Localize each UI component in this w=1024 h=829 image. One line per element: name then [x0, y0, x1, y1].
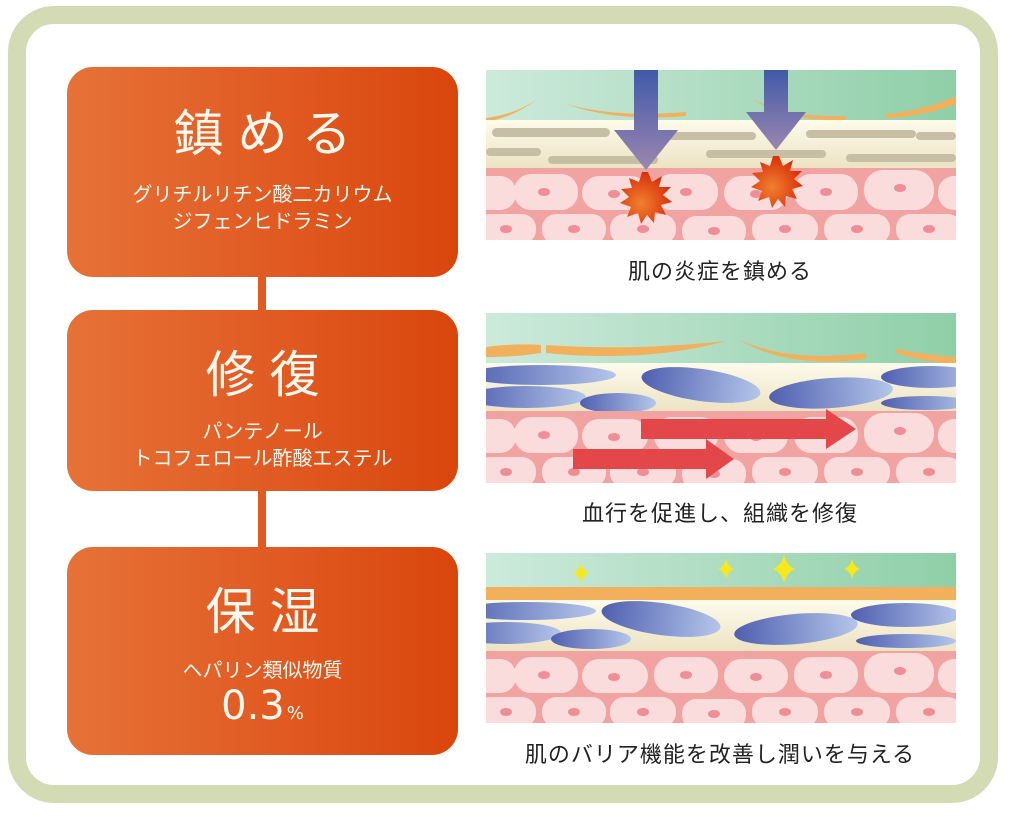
ingredient: ヘパリン類似物質: [182, 658, 343, 682]
step-box-soothe: 鎮める グリチルリチン酸二カリウム ジフェンヒドラミン: [67, 67, 458, 277]
caption-soothe: 肌の炎症を鎮める: [627, 260, 812, 285]
inflammation-burst-icon: [620, 156, 803, 224]
step-box-repair: 修復 パンテノール トコフェロール酢酸エステル: [67, 310, 458, 491]
ingredient: グリチルリチン酸二カリウム: [132, 182, 393, 206]
concentration: 0.3%: [221, 683, 304, 729]
blood-flow-arrow-icon: [573, 409, 856, 479]
step-title: 保湿: [205, 583, 334, 641]
caption-repair: 血行を促進し、組織を修復: [581, 502, 858, 527]
ingredient: トコフェロール酢酸エステル: [132, 446, 393, 470]
down-arrow-icon: [614, 70, 806, 170]
step-box-moisturize: 保湿 ヘパリン類似物質 0.3%: [67, 547, 458, 755]
ingredient: ジフェンヒドラミン: [172, 209, 353, 233]
step-title: 鎮める: [173, 105, 366, 163]
sparkle-icon: [573, 555, 860, 583]
connector-line: [258, 277, 266, 311]
caption-moisturize: 肌のバリア機能を改善し潤いを与える: [524, 743, 916, 768]
skin-illustration-moisturize: [486, 553, 956, 723]
skin-illustration-repair: [486, 313, 956, 483]
skin-illustration-soothe: [486, 70, 956, 240]
connector-line: [258, 490, 266, 548]
ingredient: パンテノール: [202, 419, 323, 443]
step-title: 修復: [205, 346, 334, 404]
